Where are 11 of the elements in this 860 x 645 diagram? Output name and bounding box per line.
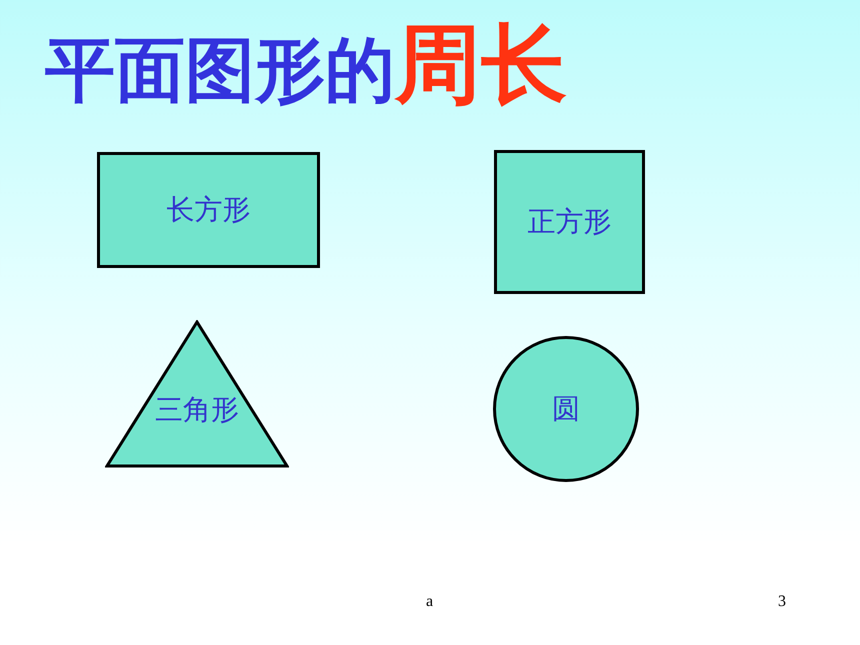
- circle-shape: [493, 336, 639, 482]
- rectangle-shape: [494, 150, 645, 294]
- shape-label: 长方形: [166, 192, 250, 228]
- footer-text: a: [426, 593, 434, 611]
- shape-label: 三角形: [155, 392, 239, 428]
- shape-label: 正方形: [528, 204, 612, 240]
- title: 平面图形的周长: [45, 14, 567, 117]
- triangle-shape: [105, 320, 289, 468]
- page-number: 3: [778, 593, 786, 611]
- rectangle-shape: [97, 152, 320, 268]
- shape-label: 圆: [552, 391, 580, 427]
